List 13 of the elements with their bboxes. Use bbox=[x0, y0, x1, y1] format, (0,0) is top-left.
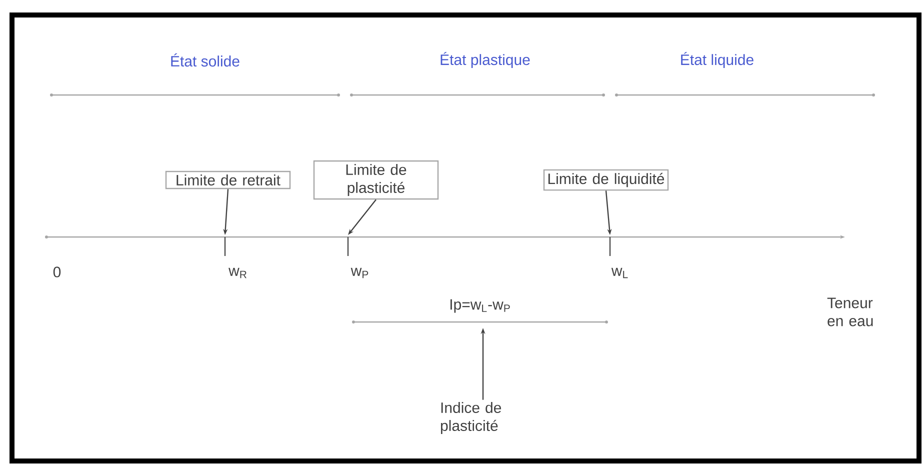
dimension-label: Ip=w$_{L}$-w$_{P}$ bbox=[448, 298, 512, 314]
state-label: État liquide bbox=[681, 52, 754, 68]
note-text: Indice de plasticité bbox=[440, 402, 502, 434]
state-label: État plastique bbox=[440, 52, 530, 68]
tick-label: w$_{R}$ bbox=[228, 268, 246, 278]
state-label: État solide bbox=[171, 53, 240, 67]
limit-box: Limite de liquidité bbox=[543, 169, 669, 191]
tick-label: w$_{L}$ bbox=[611, 268, 628, 278]
limit-box: Limite de retrait bbox=[165, 170, 291, 190]
axis-title: Teneur en eau bbox=[827, 298, 873, 326]
tick-label: w$_{P}$ bbox=[350, 268, 368, 278]
limit-box: Limite de plasticité bbox=[313, 160, 439, 200]
axis-label: 0 bbox=[53, 266, 61, 278]
